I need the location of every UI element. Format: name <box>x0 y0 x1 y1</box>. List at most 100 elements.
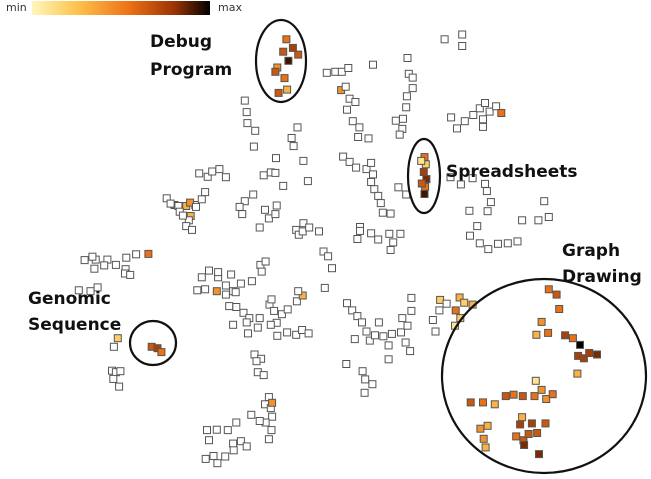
data-point-242 <box>225 302 234 311</box>
data-point-155 <box>355 123 364 132</box>
data-point-122 <box>289 142 298 151</box>
data-point-39 <box>466 398 475 407</box>
debug-label-line-2: Program <box>150 60 232 80</box>
graph-drawing-outline <box>440 277 648 475</box>
data-point-240 <box>221 290 230 299</box>
data-point-207 <box>456 180 465 189</box>
data-point-316 <box>236 437 245 446</box>
data-point-86 <box>188 225 196 234</box>
data-point-216 <box>475 239 484 248</box>
data-point-77 <box>126 270 135 279</box>
data-point-96 <box>261 257 270 266</box>
data-point-230 <box>74 286 83 295</box>
data-point-311 <box>201 454 210 463</box>
data-point-26 <box>537 317 546 326</box>
data-point-291 <box>250 350 259 359</box>
data-point-160 <box>345 157 354 166</box>
data-point-253 <box>320 283 329 292</box>
data-point-233 <box>90 264 99 273</box>
data-point-285 <box>361 375 370 384</box>
data-point-179 <box>396 229 405 238</box>
data-point-185 <box>408 84 417 93</box>
data-point-138 <box>298 227 307 236</box>
data-point-123 <box>293 123 302 132</box>
data-point-156 <box>354 133 363 141</box>
data-point-168 <box>376 199 385 208</box>
data-point-261 <box>195 169 204 178</box>
data-point-320 <box>431 327 440 336</box>
data-point-58 <box>479 434 488 443</box>
data-point-193 <box>458 30 467 39</box>
data-point-249 <box>283 328 292 337</box>
data-point-147 <box>337 67 346 76</box>
data-point-262 <box>203 172 212 181</box>
data-point-178 <box>385 229 394 238</box>
data-point-157 <box>364 134 373 143</box>
data-point-52 <box>512 432 521 441</box>
data-point-208 <box>468 174 477 183</box>
data-point-121 <box>287 134 296 142</box>
data-point-213 <box>483 207 492 216</box>
data-point-237 <box>205 266 213 275</box>
data-point-41 <box>490 400 499 409</box>
data-point-89 <box>212 287 221 296</box>
data-point-241 <box>231 288 240 297</box>
data-point-167 <box>374 191 383 200</box>
data-point-198 <box>469 111 478 119</box>
points-layer <box>74 30 601 468</box>
data-point-289 <box>342 360 351 368</box>
data-point-304 <box>255 417 264 425</box>
data-point-190 <box>391 116 400 125</box>
data-point-16 <box>417 156 426 165</box>
data-point-46 <box>542 395 551 403</box>
data-point-229 <box>115 382 124 391</box>
data-point-148 <box>344 64 353 72</box>
data-point-194 <box>458 42 467 50</box>
data-point-119 <box>271 168 280 177</box>
data-point-197 <box>460 117 469 126</box>
data-point-68 <box>436 295 445 304</box>
data-point-279 <box>406 347 415 356</box>
data-point-218 <box>494 239 502 248</box>
data-point-43 <box>509 390 518 399</box>
data-point-154 <box>348 117 357 126</box>
data-point-135 <box>299 219 308 228</box>
data-point-115 <box>249 142 258 151</box>
data-point-234 <box>100 261 109 270</box>
data-point-308 <box>203 426 211 435</box>
data-point-55 <box>533 429 542 437</box>
data-point-217 <box>484 245 493 254</box>
debug-program-outline <box>254 18 308 104</box>
spreadsheets-outline <box>406 137 442 215</box>
data-point-248 <box>273 331 282 340</box>
data-point-184 <box>408 73 417 82</box>
data-point-256 <box>178 211 187 220</box>
data-point-310 <box>209 452 218 460</box>
data-point-47 <box>548 390 557 399</box>
data-point-301 <box>267 426 276 435</box>
data-point-51 <box>541 419 550 428</box>
data-point-227 <box>116 367 125 376</box>
data-point-150 <box>341 82 350 91</box>
data-point-30 <box>568 334 577 343</box>
data-point-133 <box>299 156 308 165</box>
data-point-20 <box>157 348 166 357</box>
data-point-322 <box>442 299 451 308</box>
data-point-161 <box>352 163 361 172</box>
data-point-59 <box>481 443 490 452</box>
genomic-label-line-1: Genomic <box>28 289 111 309</box>
data-point-277 <box>397 328 405 337</box>
data-point-182 <box>403 54 412 62</box>
data-point-187 <box>402 103 411 112</box>
data-point-309 <box>205 436 213 445</box>
data-point-92 <box>236 279 245 288</box>
data-point-312 <box>213 459 222 468</box>
data-point-152 <box>351 98 360 106</box>
data-point-295 <box>259 371 268 380</box>
data-point-282 <box>398 314 407 323</box>
data-point-28 <box>544 328 553 337</box>
data-point-275 <box>384 341 393 350</box>
graph-label-line-1: Graph <box>562 241 620 261</box>
spreadsheets-label: Spreadsheets <box>446 162 578 182</box>
data-point-105 <box>270 306 279 315</box>
